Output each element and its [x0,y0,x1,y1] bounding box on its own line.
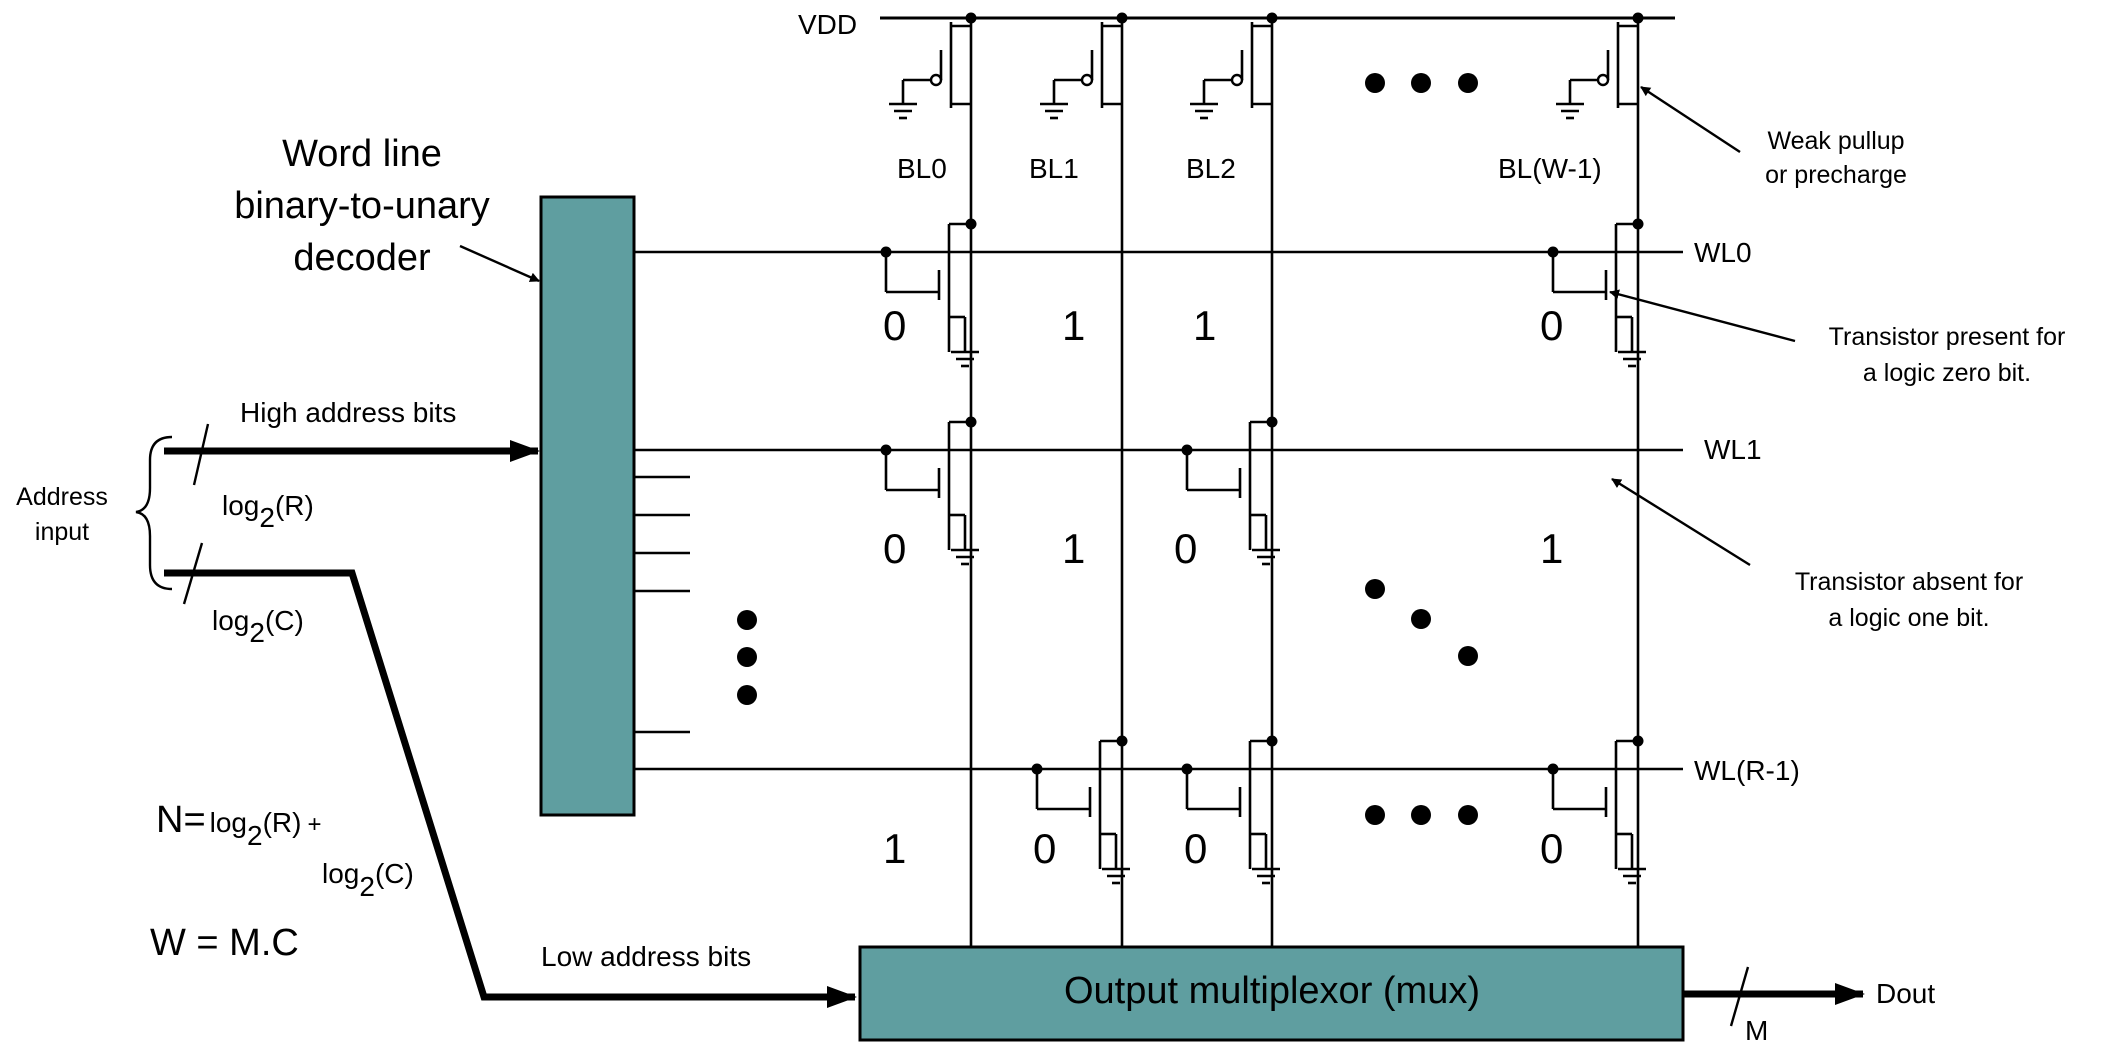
cell-bit: 0 [883,302,906,349]
low-bus-slash [182,542,204,605]
memory-array [634,12,1683,947]
vdd-label: VDD [798,9,857,40]
cell-bit: 1 [1062,525,1085,572]
pullup-note-line-1: Weak pullup [1767,127,1904,155]
bitline-label-w-1: BL(W-1) [1498,153,1602,184]
wordline-label-1: WL1 [1704,434,1762,465]
bitline-label-2: BL2 [1186,153,1236,184]
zero-note-line-1: Transistor present for [1829,323,2066,351]
zero-note-line-2: a logic zero bit. [1863,359,2031,387]
cell-bit: 0 [1184,825,1207,872]
zero-pointer-arrow [1609,289,1796,343]
address-input-line-1: Address [16,483,108,511]
m-label: M [1745,1015,1768,1046]
dout-slash [1729,966,1750,1027]
diagonal-ellipsis [1365,579,1478,666]
cell-bit: 0 [1540,302,1563,349]
decoder-title-line-3: decoder [293,237,431,279]
high-bus-slash [192,423,210,486]
junction-dot [1116,12,1128,24]
horizontal-ellipsis-top [1365,73,1478,93]
cell-bit: 0 [883,525,906,572]
decoder-title-line-1: Word line [282,133,442,175]
log-c-label: log2(C) [212,605,304,648]
cell-bit: 1 [1193,302,1216,349]
pullup-gate-bubble [929,73,943,87]
pullup-gate-bubble [1596,73,1610,87]
pullup-pointer-arrow [1640,85,1741,154]
cell-bit: 1 [1062,302,1085,349]
decoder-block [539,195,636,817]
decoder-title-line-2: binary-to-unary [234,185,490,227]
decoder-pointer-arrow [459,244,540,283]
high-address-bits-label: High address bits [240,397,456,428]
address-input-line-2: input [35,518,89,546]
cell-bit: 1 [883,825,906,872]
pullup-gate-bubble [1230,73,1244,87]
one-note-line-2: a logic one bit. [1828,604,1989,632]
dout-label: Dout [1876,978,1935,1009]
equation-w: W = M.C [150,922,299,964]
equation-n-second-term: log2(C) [322,858,414,902]
pullup-gate-bubble [1080,73,1094,87]
low-address-bus [164,569,857,1008]
wordline-label-0: WL0 [1694,237,1752,268]
bitline-label-0: BL0 [897,153,947,184]
junction-dot [965,12,977,24]
equation-n: N=log2(R)+ [156,799,321,851]
wordline-label-r-1: WL(R-1) [1694,755,1800,786]
low-address-bits-label: Low address bits [541,941,751,972]
cell-bit: 0 [1033,825,1056,872]
vertical-ellipsis [737,610,757,705]
one-pointer-arrow [1611,477,1751,567]
cell-bit: 1 [1540,525,1563,572]
junction-dot [1266,12,1278,24]
cell-bit: 0 [1174,525,1197,572]
one-note-line-1: Transistor absent for [1795,568,2023,596]
horizontal-ellipsis-bottom [1365,805,1478,825]
decoder-output-stubs [634,475,690,734]
address-brace [135,435,173,591]
pullup-note-line-2: or precharge [1765,161,1907,189]
bitline-label-1: BL1 [1029,153,1079,184]
junction-dot [1632,12,1644,24]
output-mux-label: Output multiplexor (mux) [1064,970,1480,1012]
cell-bit: 0 [1540,825,1563,872]
log-r-label: log2(R) [222,490,314,533]
